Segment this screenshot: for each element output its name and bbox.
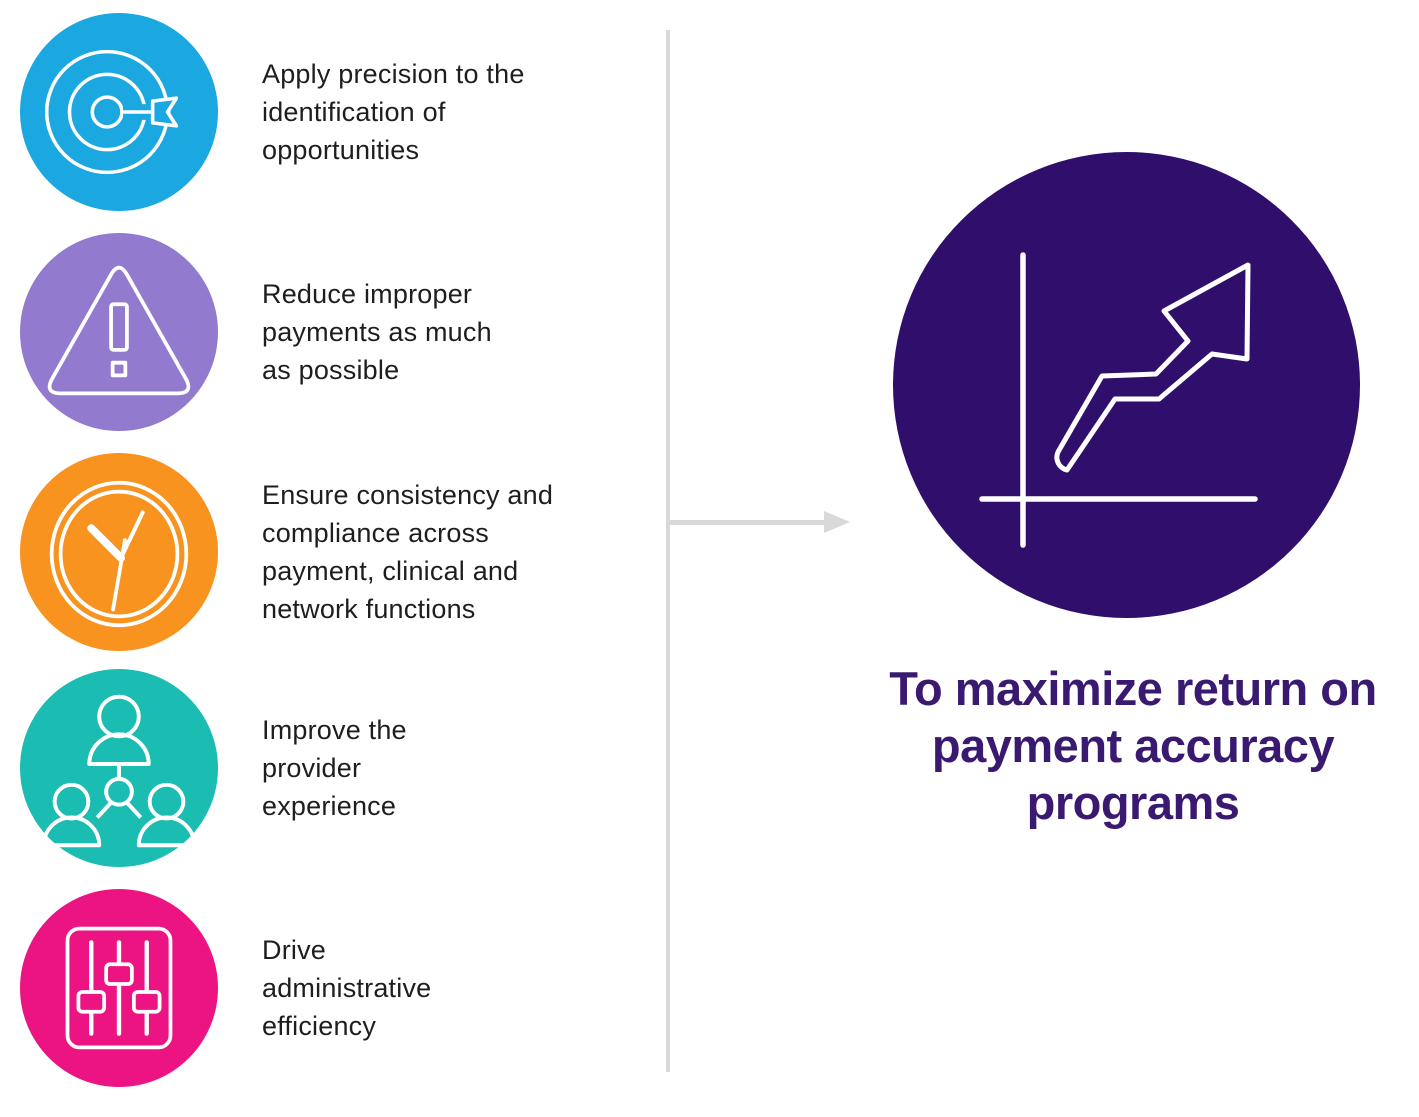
goal-circle <box>20 669 218 867</box>
sliders-icon <box>65 926 173 1050</box>
warning-icon <box>47 265 191 396</box>
arrow-right-head-icon <box>824 511 850 533</box>
goal-label: Ensure consistency and compliance across… <box>262 480 554 624</box>
clock-icon <box>49 480 189 628</box>
goal-circle <box>20 13 218 211</box>
goal-row: Reduce improper payments as much as poss… <box>20 232 642 432</box>
goal-label: Drive administrative efficiency <box>262 935 432 1041</box>
goal-row: Improve the provider experience <box>20 668 642 868</box>
goal-circle <box>20 453 218 651</box>
target-icon <box>44 49 179 175</box>
goal-label: Reduce improper payments as much as poss… <box>262 279 492 385</box>
goal-circle <box>20 889 218 1087</box>
goal-label: Improve the provider experience <box>262 715 407 821</box>
goal-row: Apply precision to the identification of… <box>20 12 642 212</box>
goal-row: Drive administrative efficiency <box>20 888 642 1088</box>
goal-label: Apply precision to the identification of… <box>262 59 525 165</box>
outcome-circle <box>893 152 1360 618</box>
arrow-right-icon <box>670 520 824 525</box>
growth-chart-icon <box>978 252 1258 548</box>
divider-line <box>666 30 670 1072</box>
goal-row: Ensure consistency and compliance across… <box>20 452 642 652</box>
team-icon <box>41 694 197 848</box>
outcome-headline: To maximize return on payment accuracy p… <box>889 662 1377 829</box>
goal-circle <box>20 233 218 431</box>
